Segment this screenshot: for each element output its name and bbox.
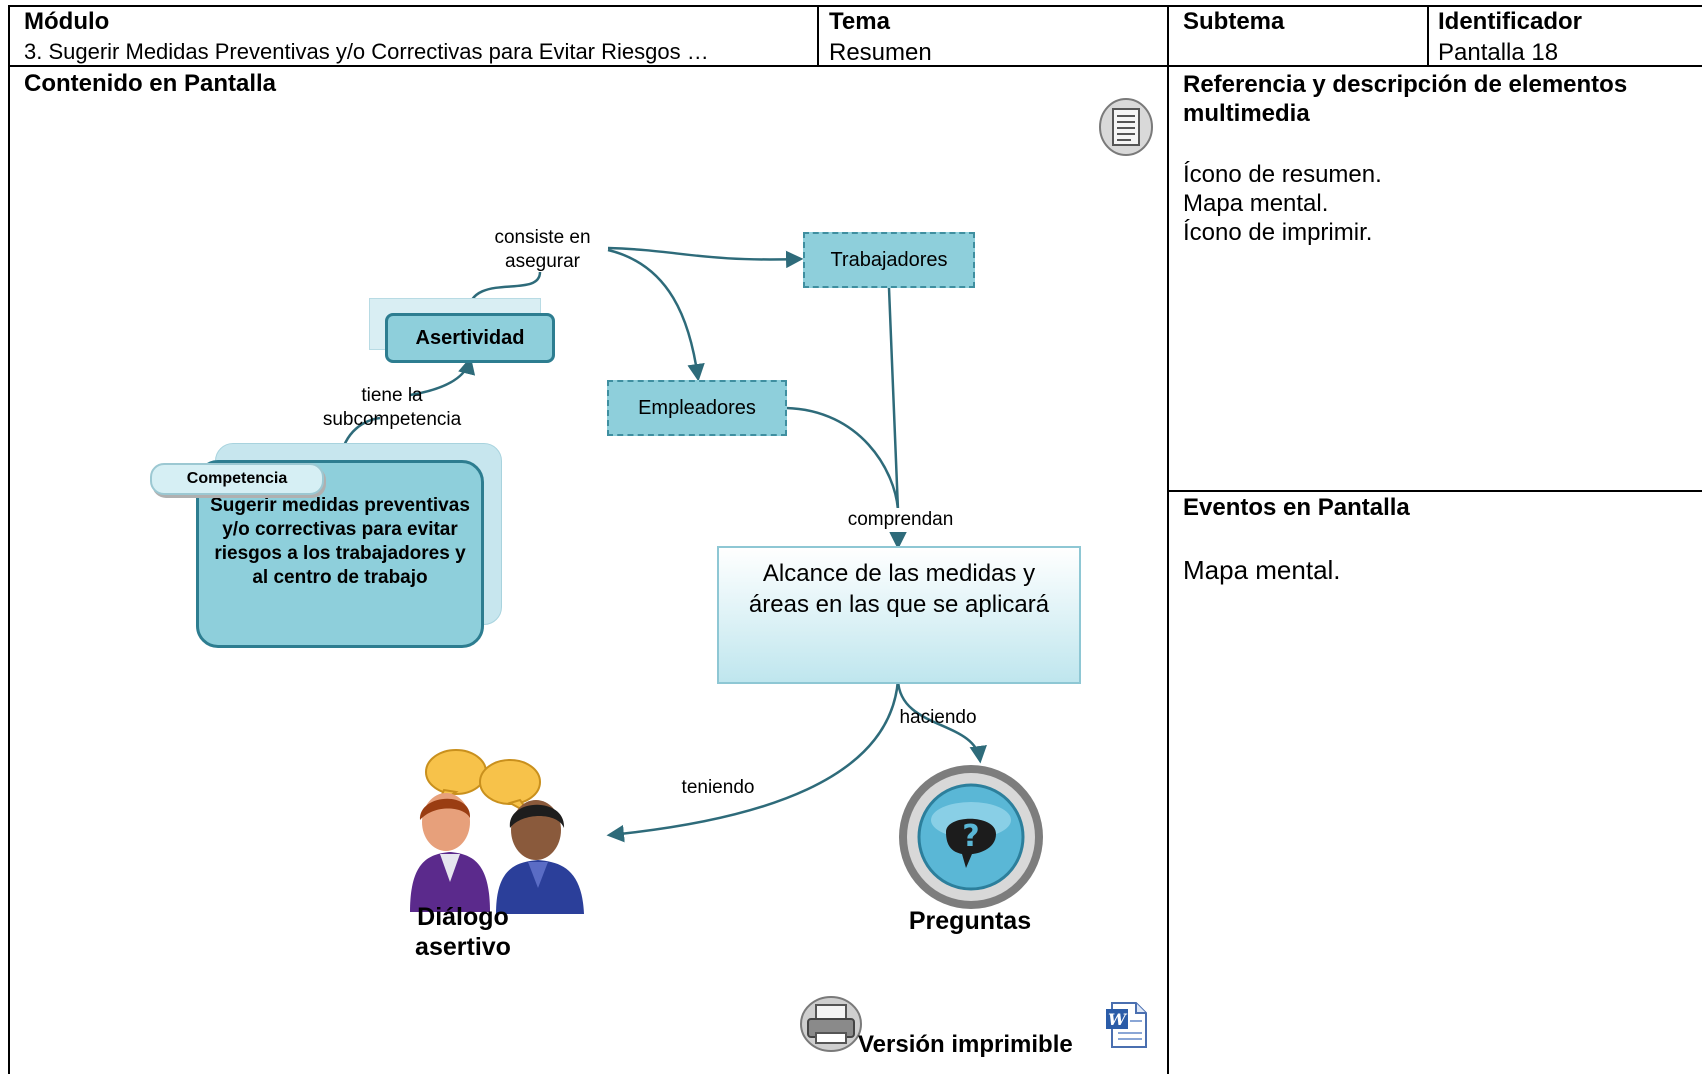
subtema-label: Subtema [1183, 8, 1285, 35]
tema-value: Resumen [829, 39, 932, 66]
table-divider-col-subtema [1167, 5, 1169, 1074]
mindmap-connectors [338, 246, 987, 843]
node-alcance-text: Alcance de las medidas y áreas en las qu… [748, 560, 1050, 618]
svg-text:?: ? [962, 819, 979, 854]
table-divider-col-identificador [1427, 5, 1429, 65]
node-alcance[interactable] [717, 546, 1081, 684]
eventos-title: Eventos en Pantalla [1183, 494, 1410, 521]
identificador-label: Identificador [1438, 8, 1583, 35]
tema-label: Tema [829, 8, 890, 35]
competencia-text: Sugerir medidas preventivas y/o correcti… [210, 495, 470, 588]
summary-icon[interactable] [1098, 97, 1154, 157]
node-trabajadores[interactable]: Trabajadores [803, 232, 975, 288]
caption-preguntas: Preguntas [908, 907, 1032, 935]
label-comprendan: comprendan [838, 508, 963, 532]
dialogo-asertivo-icon[interactable] [398, 742, 598, 914]
referencia-item-imprimir: Ícono de imprimir. [1183, 219, 1373, 246]
label-haciendo: haciendo [899, 707, 977, 728]
modulo-label: Módulo [24, 8, 110, 35]
label-consiste-en-asegurar: consiste en asegurar [494, 227, 591, 272]
label-teniendo: teniendo [681, 777, 755, 798]
table-border-top [8, 5, 1702, 7]
table-divider-header-bottom [8, 65, 1702, 67]
table-divider-eventos [1167, 490, 1702, 492]
identificador-value: Pantalla 18 [1438, 39, 1559, 66]
referencia-title: Referencia y descripción de elementos mu… [1183, 71, 1628, 127]
node-asertividad[interactable]: Asertividad [385, 313, 555, 363]
referencia-item-mapa: Mapa mental. [1183, 190, 1329, 217]
caption-version-imprimible[interactable]: Versión imprimible [858, 1031, 1073, 1058]
preguntas-icon[interactable]: ? [896, 762, 1046, 912]
word-document-icon[interactable]: W [1104, 1001, 1150, 1049]
contenido-title: Contenido en Pantalla [24, 70, 277, 97]
node-empleadores[interactable]: Empleadores [607, 380, 787, 436]
label-tiene-la-subcompetencia: tiene la subcompetencia [322, 385, 462, 430]
printer-icon[interactable] [800, 995, 862, 1053]
caption-dialogo-asertivo: Diálogo asertivo [415, 903, 511, 961]
referencia-item-resumen: Ícono de resumen. [1183, 161, 1382, 188]
table-border-left [8, 5, 10, 1074]
modulo-value: 3. Sugerir Medidas Preventivas y/o Corre… [24, 39, 709, 64]
table-divider-col-tema [817, 5, 819, 65]
svg-text:W: W [1108, 1010, 1128, 1029]
competencia-tag: Competencia [150, 463, 324, 495]
eventos-text: Mapa mental. [1183, 555, 1341, 585]
